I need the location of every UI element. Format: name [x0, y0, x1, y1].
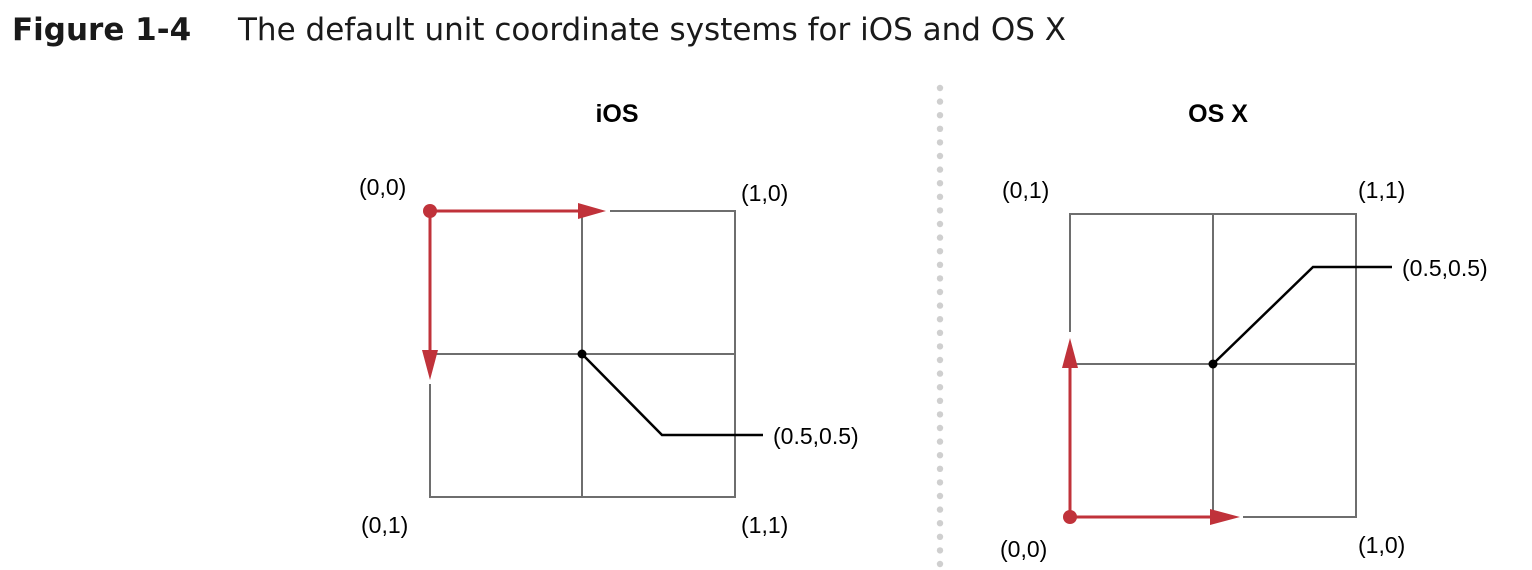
ios-y-arrowhead [422, 350, 438, 380]
divider-dot [936, 316, 944, 323]
divider-dot [936, 547, 944, 554]
osx-panel-title: OS X [1188, 100, 1248, 128]
divider-dot [936, 220, 944, 228]
divider-dot [936, 288, 944, 296]
osx-x-axis-arrow [1070, 509, 1240, 525]
divider-dot [936, 207, 944, 214]
osx-origin-dot [1063, 510, 1077, 524]
divider-dot [936, 479, 944, 486]
divider-dot [936, 438, 944, 445]
divider-dot [936, 84, 944, 92]
divider-dot [936, 275, 944, 282]
divider-dot [936, 452, 944, 459]
divider-dot [936, 411, 944, 418]
ios-x-arrowhead [578, 203, 606, 219]
divider-dot [936, 152, 944, 160]
divider-dot [936, 139, 944, 146]
ios-panel: iOS (0,0) (1,0) (0,1) (1,1) (0.5,0.5) [359, 100, 859, 538]
divider-dot [936, 356, 944, 364]
divider-dot [936, 465, 944, 472]
osx-label-bottom-right: (1,0) [1358, 532, 1405, 558]
ios-origin-dot [423, 204, 437, 218]
divider-dot [936, 248, 944, 255]
ios-label-top-left: (0,0) [359, 174, 406, 200]
divider-dot [936, 506, 944, 513]
divider-dot [936, 370, 944, 377]
ios-center-leader-line [581, 353, 763, 437]
ios-y-axis-arrow [422, 211, 438, 380]
divider-dot [936, 343, 944, 350]
divider-dot [936, 397, 944, 404]
osx-label-bottom-left: (0,0) [1000, 536, 1047, 562]
ios-label-top-right: (1,0) [741, 180, 788, 206]
ios-label-bottom-right: (1,1) [741, 512, 788, 538]
osx-grid-border [1069, 213, 1357, 518]
divider-dot [936, 492, 944, 500]
ios-label-bottom-left: (0,1) [361, 512, 408, 538]
divider-dot [936, 193, 944, 200]
divider-dot [936, 384, 944, 391]
ios-center-dot [577, 349, 587, 359]
divider-dot [936, 234, 944, 241]
figure-title: Figure 1-4 The default unit coordinate sy… [12, 12, 1066, 48]
osx-center-dot [1208, 359, 1218, 369]
osx-center-leader-line [1212, 265, 1392, 365]
divider-dot [936, 166, 944, 173]
divider-dot [936, 98, 944, 105]
divider-dot [936, 261, 944, 268]
divider-dot [936, 180, 944, 187]
osx-label-center: (0.5,0.5) [1402, 255, 1488, 281]
divider-dot [936, 112, 944, 119]
osx-label-top-left: (0,1) [1002, 177, 1049, 203]
osx-y-arrowhead [1062, 338, 1078, 368]
figure-number: Figure 1-4 [12, 12, 192, 48]
divider-dot [936, 302, 944, 309]
osx-x-arrowhead [1210, 509, 1240, 525]
divider-dot [936, 520, 944, 527]
osx-y-axis-arrow [1062, 338, 1078, 517]
ios-x-axis-arrow [430, 203, 606, 219]
divider-dot [936, 424, 944, 432]
divider-dot [936, 533, 944, 540]
osx-label-top-right: (1,1) [1358, 177, 1405, 203]
divider-dot [936, 329, 944, 336]
ios-grid-border [429, 210, 736, 498]
divider-dot [936, 125, 944, 132]
divider-dot [936, 560, 944, 568]
osx-panel: OS X (0,1) (1,1) (0,0) (1,0) (0.5,0.5) [1000, 100, 1488, 562]
figure-caption: The default unit coordinate systems for … [238, 12, 1066, 48]
ios-panel-title: iOS [595, 100, 638, 128]
panel-divider [936, 84, 944, 568]
ios-label-center: (0.5,0.5) [773, 423, 859, 449]
